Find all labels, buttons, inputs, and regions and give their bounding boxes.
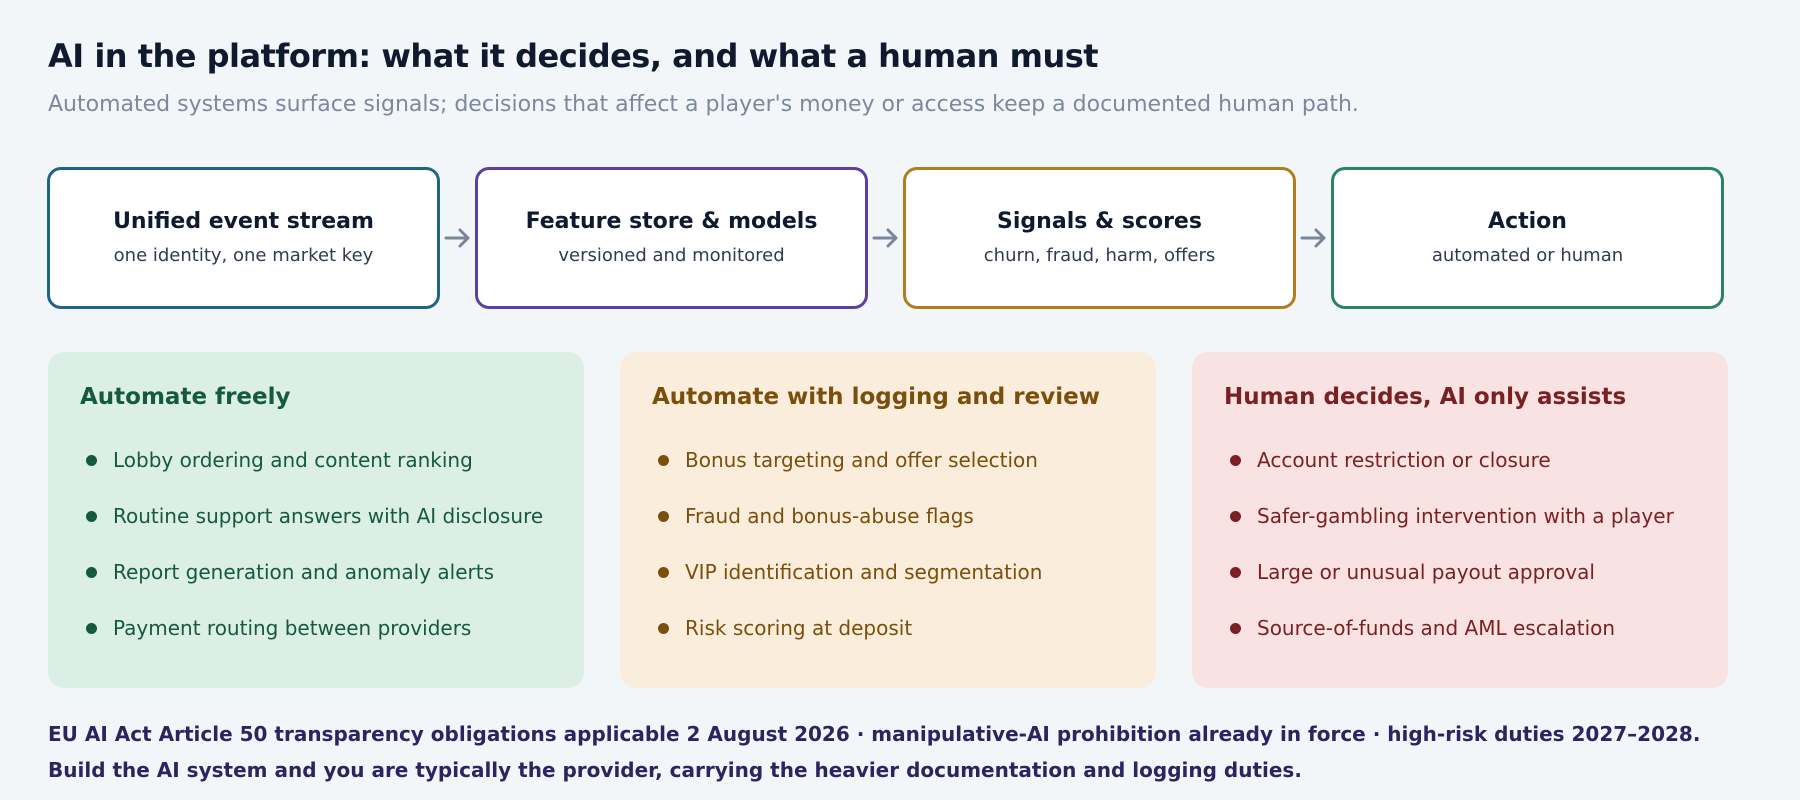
- list-item-text: Report generation and anomaly alerts: [113, 560, 495, 584]
- list-item-text: Source-of-funds and AML escalation: [1257, 616, 1616, 640]
- list-item-text: Safer-gambling intervention with a playe…: [1257, 504, 1674, 528]
- bullet-icon: [658, 510, 669, 522]
- stage-title: Signals & scores: [997, 209, 1202, 234]
- stage-title: Action: [1488, 209, 1567, 234]
- list-item-text: VIP identification and segmentation: [685, 560, 1043, 584]
- stage-event-stream: Unified event stream one identity, one m…: [47, 167, 440, 309]
- stage-title: Feature store & models: [525, 209, 818, 234]
- list-item: Fraud and bonus-abuse flags: [652, 488, 1156, 544]
- footer-line: Build the AI system and you are typicall…: [48, 758, 1302, 782]
- page-subtitle: Automated systems surface signals; decis…: [48, 92, 1359, 117]
- bullet-icon: [86, 566, 97, 578]
- stage-subtitle: versioned and monitored: [558, 245, 785, 266]
- list-item: Report generation and anomaly alerts: [80, 544, 584, 600]
- bullet-icon: [658, 622, 669, 634]
- panel-title: Automate freely: [80, 384, 291, 410]
- stage-title: Unified event stream: [113, 209, 374, 234]
- bullet-icon: [1230, 510, 1241, 522]
- footer-notes: EU AI Act Article 50 transparency obliga…: [48, 716, 1748, 788]
- arrow-right-icon: [1299, 223, 1329, 253]
- header: AI in the platform: what it decides, and…: [48, 34, 1748, 120]
- stage-signals-scores: Signals & scores churn, fraud, harm, off…: [903, 167, 1296, 309]
- list-item-text: Bonus targeting and offer selection: [685, 448, 1038, 472]
- panel-title: Automate with logging and review: [652, 384, 1100, 410]
- list-item: Payment routing between providers: [80, 600, 584, 656]
- list-item: Bonus targeting and offer selection: [652, 432, 1156, 488]
- stage-subtitle: automated or human: [1431, 245, 1624, 266]
- stage-subtitle: churn, fraud, harm, offers: [983, 245, 1216, 266]
- page-title: AI in the platform: what it decides, and…: [48, 37, 1099, 75]
- footer-line: EU AI Act Article 50 transparency obliga…: [48, 722, 1701, 746]
- panel-human-decides: Human decides, AI only assists Account r…: [1192, 352, 1728, 688]
- bullet-icon: [86, 622, 97, 634]
- list-item-text: Routine support answers with AI disclosu…: [113, 504, 544, 528]
- panel-list: Lobby ordering and content ranking Routi…: [80, 432, 584, 656]
- panel-title: Human decides, AI only assists: [1224, 384, 1627, 410]
- list-item: Account restriction or closure: [1224, 432, 1728, 488]
- panel-list: Bonus targeting and offer selection Frau…: [652, 432, 1156, 656]
- list-item-text: Account restriction or closure: [1257, 448, 1551, 472]
- arrow-right-icon: [871, 223, 901, 253]
- list-item: Safer-gambling intervention with a playe…: [1224, 488, 1728, 544]
- bullet-icon: [86, 510, 97, 522]
- list-item-text: Risk scoring at deposit: [685, 616, 913, 640]
- list-item: Risk scoring at deposit: [652, 600, 1156, 656]
- bullet-icon: [1230, 454, 1241, 466]
- list-item: Large or unusual payout approval: [1224, 544, 1728, 600]
- list-item-text: Lobby ordering and content ranking: [113, 448, 473, 472]
- list-item-text: Payment routing between providers: [113, 616, 472, 640]
- stage-subtitle: one identity, one market key: [113, 245, 374, 266]
- bullet-icon: [86, 454, 97, 466]
- pipeline-flow: Unified event stream one identity, one m…: [47, 167, 1727, 309]
- list-item-text: Fraud and bonus-abuse flags: [685, 504, 974, 528]
- list-item: VIP identification and segmentation: [652, 544, 1156, 600]
- bullet-icon: [658, 566, 669, 578]
- bullet-icon: [658, 454, 669, 466]
- list-item-text: Large or unusual payout approval: [1257, 560, 1595, 584]
- panel-automate-with-review: Automate with logging and review Bonus t…: [620, 352, 1156, 688]
- list-item: Routine support answers with AI disclosu…: [80, 488, 584, 544]
- stage-action: Action automated or human: [1331, 167, 1724, 309]
- panel-automate-freely: Automate freely Lobby ordering and conte…: [48, 352, 584, 688]
- list-item: Lobby ordering and content ranking: [80, 432, 584, 488]
- bullet-icon: [1230, 622, 1241, 634]
- bullet-icon: [1230, 566, 1241, 578]
- stage-feature-store: Feature store & models versioned and mon…: [475, 167, 868, 309]
- panel-list: Account restriction or closure Safer-gam…: [1224, 432, 1728, 656]
- arrow-right-icon: [443, 223, 473, 253]
- decision-panels: Automate freely Lobby ordering and conte…: [48, 352, 1728, 688]
- list-item: Source-of-funds and AML escalation: [1224, 600, 1728, 656]
